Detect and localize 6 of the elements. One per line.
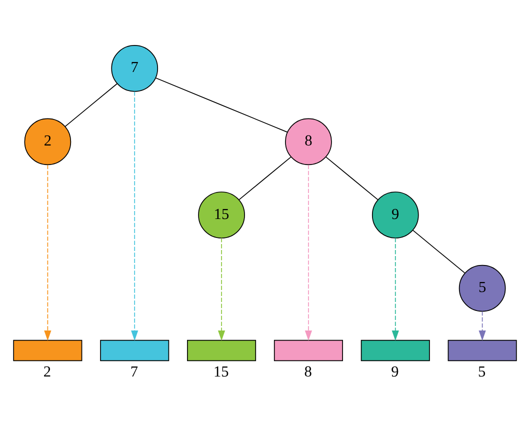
node-label: 15 [213, 363, 229, 380]
node-label: 2 [43, 363, 52, 380]
node-label: 8 [304, 363, 312, 380]
node-label: 5 [478, 363, 486, 380]
node-label: 9 [391, 363, 399, 380]
node-label: 7 [130, 363, 138, 380]
